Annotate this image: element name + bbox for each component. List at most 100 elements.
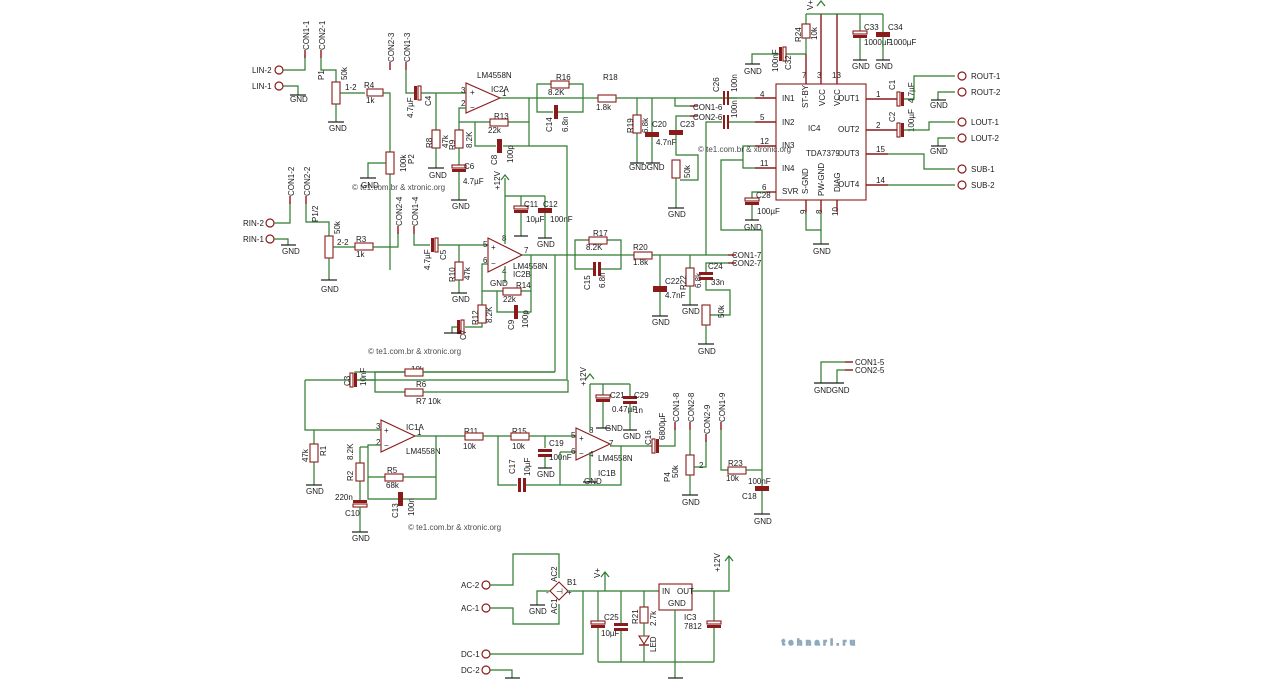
- supply-label: +12V: [579, 366, 588, 386]
- jack-lin-2[interactable]: [274, 65, 284, 75]
- pin-num: 2: [376, 438, 381, 447]
- cap-value: 4.7µF: [406, 97, 415, 118]
- resistor-ref: R18: [603, 73, 618, 82]
- jack-sub-1[interactable]: [957, 164, 967, 174]
- cap-value: 100nF: [748, 477, 771, 486]
- capacitor-c5: [434, 237, 439, 253]
- capacitor-c9: [514, 305, 518, 319]
- resistor-ref: R9: [448, 139, 457, 150]
- cap-ref: C8: [490, 154, 499, 165]
- pin-num: 4: [589, 450, 594, 459]
- pin-num: 4: [760, 90, 765, 99]
- opamp-plus: +: [579, 434, 584, 443]
- resistor-r4: [366, 88, 384, 97]
- jack-lout-2[interactable]: [957, 133, 967, 143]
- cap-ref: C14: [545, 117, 554, 132]
- con-label: CON2-4: [395, 196, 404, 226]
- gnd-label: GND: [529, 607, 547, 616]
- pin-num: 10: [831, 207, 840, 216]
- pin-num: 5: [483, 240, 488, 249]
- led-indicator: [638, 635, 650, 646]
- cap-ref: C23: [680, 120, 695, 129]
- gnd-label: GND: [352, 534, 370, 543]
- jack-lout-1[interactable]: [957, 117, 967, 127]
- jack-ac-1[interactable]: [481, 603, 491, 613]
- jack-rin-1[interactable]: [265, 234, 275, 244]
- gnd-label: GND: [452, 295, 470, 304]
- capacitor-c30: [782, 46, 787, 62]
- con-label: CON1-9: [718, 392, 727, 422]
- resistor-r1: [309, 443, 319, 463]
- pin-num: 7: [802, 71, 807, 80]
- ic-part: LM4558N: [406, 447, 441, 456]
- gnd-label: GND: [537, 470, 555, 479]
- jack-dc-1[interactable]: [481, 649, 491, 659]
- gnd-label: GNDGND: [814, 386, 850, 395]
- capacitor-c2: [353, 500, 367, 503]
- pot-p3[interactable]: [671, 159, 681, 179]
- pot-p2[interactable]: [385, 151, 395, 175]
- cap-value: 100n: [730, 100, 739, 118]
- con-label: CON2-2: [303, 166, 312, 196]
- resistor-value: 47k: [441, 134, 450, 148]
- jack-rout-1[interactable]: [957, 71, 967, 81]
- cap-value: 4.7nF: [665, 291, 686, 300]
- resistor-ref: R23: [728, 459, 743, 468]
- output-section: C1 4.7µF C2 100µF GND GND ROUT-1 ROUT-2 …: [888, 71, 1001, 190]
- gnd-label: GND: [652, 318, 670, 327]
- jack-label: LIN-1: [252, 82, 272, 91]
- resistor-value: 68k: [386, 481, 400, 490]
- pot-p2-group: 100k P2 GND: [360, 151, 416, 190]
- ic4-power-amp: IC4 TDA7379 IN1 IN2 IN3 IN4 SVR 4 5 12 1…: [705, 0, 916, 470]
- jack-dc-2[interactable]: [481, 665, 491, 675]
- pin-num: 6: [762, 183, 767, 192]
- pot-p1[interactable]: [331, 81, 341, 105]
- cap-value: 10µF: [526, 215, 545, 224]
- cap-ref: C15: [583, 275, 592, 290]
- jack-label: RIN-2: [243, 219, 264, 228]
- cap-value: 33n: [711, 278, 724, 287]
- jack-rin-2[interactable]: [265, 218, 275, 228]
- pot-p4[interactable]: [685, 454, 695, 476]
- jack-rout-2[interactable]: [957, 87, 967, 97]
- cap-value: 100n: [407, 498, 416, 516]
- capacitor-c13: [538, 449, 552, 452]
- jack-label: ROUT-1: [971, 72, 1001, 81]
- resistor-ref: R19: [626, 118, 635, 133]
- gnd-label: GND: [306, 487, 324, 496]
- jack-sub-2[interactable]: [957, 180, 967, 190]
- pot-value: 50k: [683, 164, 692, 178]
- jack-label: LOUT-2: [971, 134, 1000, 143]
- resistor-value: 10k: [810, 26, 819, 40]
- cap-value: 10nF: [359, 368, 368, 386]
- resistor-r13: [489, 118, 509, 127]
- capacitor-c23: [669, 130, 683, 135]
- ic4-pin-label: OUT4: [838, 180, 860, 189]
- pin-label: +: [567, 588, 572, 597]
- pin-num: 8: [815, 209, 824, 214]
- cap-ref: C24: [708, 262, 723, 271]
- jack-label: SUB-1: [971, 165, 995, 174]
- con-label: CON2-1: [318, 20, 327, 50]
- pot-p5[interactable]: [701, 304, 711, 326]
- resistor-value: 6.8k: [694, 272, 703, 288]
- jack-label: RIN-1: [243, 235, 264, 244]
- cap-ref: C10: [345, 509, 360, 518]
- regulator-pin: GND: [668, 599, 686, 608]
- opamp-ic1b: [575, 427, 612, 461]
- resistor-value: 22k: [488, 126, 502, 135]
- pin-num: 8: [589, 426, 594, 435]
- resistor-ref: R4: [364, 81, 375, 90]
- jack-lin-1[interactable]: [274, 81, 284, 91]
- resistor-value: 8.2K: [346, 443, 355, 460]
- cap-value: 220n: [335, 493, 353, 502]
- ic1a-stage: C3 10nF 10k R6 R7 10k 47k R1 GND + − 3 2…: [301, 365, 569, 543]
- jack-ac-2[interactable]: [481, 580, 491, 590]
- capacitor-c31: [852, 30, 868, 35]
- capacitor-c8: [497, 139, 502, 153]
- pot-p1-2[interactable]: [324, 235, 334, 259]
- gnd-label: GND: [754, 517, 772, 526]
- supply-label: +12V: [493, 170, 502, 190]
- ic4-pin-label: SVR: [782, 187, 799, 196]
